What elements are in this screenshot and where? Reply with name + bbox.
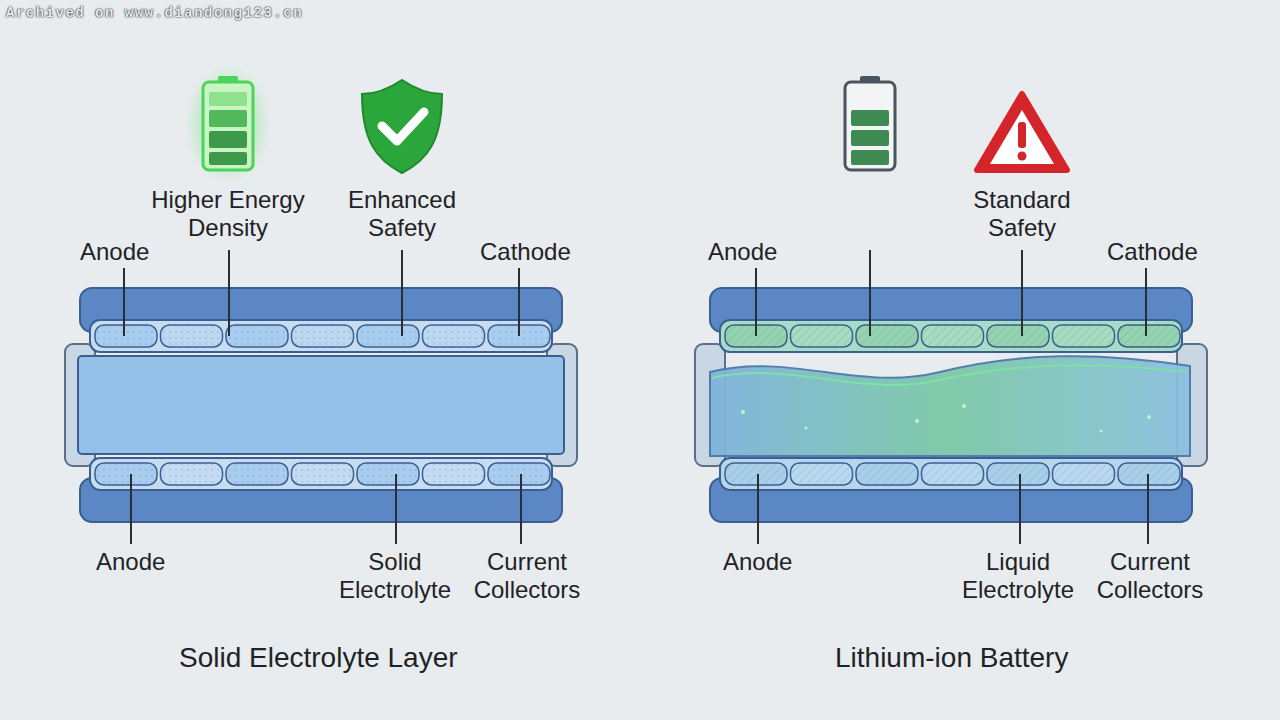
electrode-texture: [987, 325, 1049, 347]
electrode-texture: [1118, 325, 1180, 347]
feature-label: Standard Safety: [952, 186, 1092, 242]
electrode-texture: [161, 325, 223, 347]
feature-label: Higher Energy Density: [133, 186, 323, 242]
electrode-particle: [1053, 463, 1115, 485]
part-label: Solid Electrolyte: [325, 548, 465, 604]
electrode-texture: [791, 325, 853, 347]
lithium-ion-cell: [695, 288, 1207, 522]
electrode-texture: [423, 325, 485, 347]
electrode-texture: [987, 463, 1049, 485]
electrode-texture: [226, 463, 288, 485]
part-label: Anode: [723, 548, 792, 576]
electrode-texture: [423, 463, 485, 485]
electrode-texture: [922, 325, 984, 347]
electrode-particle: [791, 325, 853, 347]
watermark: Archived on www.diandong123.cn: [6, 5, 303, 21]
electrode-particle: [161, 463, 223, 485]
electrode-texture: [95, 325, 157, 347]
solid-state-cell: [65, 288, 577, 522]
part-label: Cathode: [480, 238, 571, 266]
electrode-particle: [922, 463, 984, 485]
electrode-particle: [725, 463, 787, 485]
warning-icon: [977, 94, 1067, 170]
electrode-particle: [423, 325, 485, 347]
electrode-particle: [357, 463, 419, 485]
electrode-particle: [292, 463, 354, 485]
electrode-texture: [725, 463, 787, 485]
panel-caption: Solid Electrolyte Layer: [179, 642, 458, 674]
part-label: Current Collectors: [464, 548, 590, 604]
electrode-particle: [856, 463, 918, 485]
electrode-texture: [292, 325, 354, 347]
electrode-particle: [856, 325, 918, 347]
electrode-particle: [292, 325, 354, 347]
part-label: Anode: [708, 238, 777, 266]
electrode-texture: [226, 325, 288, 347]
electrode-texture: [791, 463, 853, 485]
electrode-particle: [987, 463, 1049, 485]
part-label: Cathode: [1107, 238, 1198, 266]
electrode-particle: [95, 463, 157, 485]
electrode-texture: [1053, 463, 1115, 485]
electrode-particle: [161, 325, 223, 347]
battery-full-icon: [184, 64, 272, 184]
part-label: Liquid Electrolyte: [948, 548, 1088, 604]
shield-check-icon: [362, 80, 442, 173]
electrode-particle: [1053, 325, 1115, 347]
electrode-particle: [357, 325, 419, 347]
electrode-texture: [856, 325, 918, 347]
electrode-texture: [1053, 325, 1115, 347]
electrode-texture: [357, 325, 419, 347]
electrode-texture: [161, 463, 223, 485]
electrode-particle: [226, 325, 288, 347]
electrode-particle: [987, 325, 1049, 347]
leader-lines: [124, 250, 1148, 544]
battery-icon: [845, 76, 895, 170]
electrode-particle: [791, 463, 853, 485]
electrode-texture: [357, 463, 419, 485]
panel-caption: Lithium-ion Battery: [835, 642, 1068, 674]
feature-label: Enhanced Safety: [332, 186, 472, 242]
electrode-texture: [488, 463, 550, 485]
part-label: Anode: [80, 238, 149, 266]
electrode-particle: [488, 463, 550, 485]
electrode-particle: [922, 325, 984, 347]
electrode-particle: [423, 463, 485, 485]
part-label: Current Collectors: [1087, 548, 1213, 604]
electrode-particle: [95, 325, 157, 347]
part-label: Anode: [96, 548, 165, 576]
electrode-particle: [226, 463, 288, 485]
electrode-texture: [922, 463, 984, 485]
electrode-texture: [292, 463, 354, 485]
electrode-texture: [95, 463, 157, 485]
electrode-particle: [1118, 325, 1180, 347]
electrode-texture: [856, 463, 918, 485]
